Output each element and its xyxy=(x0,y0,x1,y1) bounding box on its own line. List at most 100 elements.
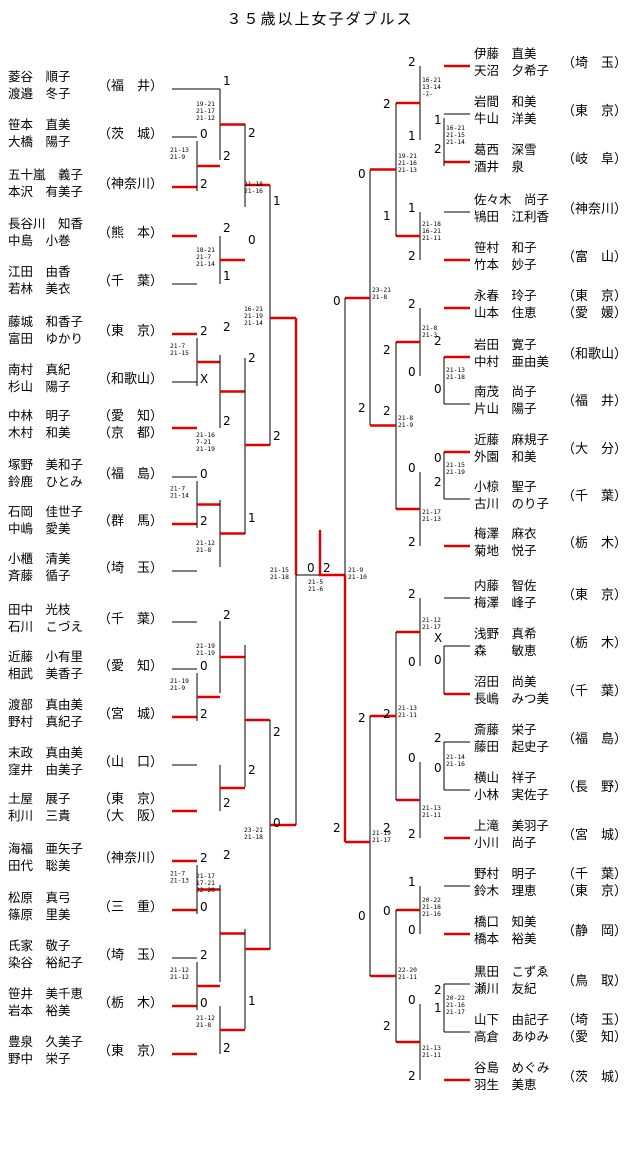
left-set-count: 2 xyxy=(223,608,231,622)
right-score: 21-17 xyxy=(446,1009,465,1016)
right-player-1: 笹村 和子 xyxy=(474,240,537,255)
right-score: 21-19 xyxy=(372,830,391,837)
right-player-2: 梅澤 峰子 xyxy=(474,595,537,610)
left-score: 21-19 xyxy=(244,313,263,320)
left-score: 21-14 xyxy=(196,261,215,268)
right-score: 21-12 xyxy=(422,617,441,624)
left-player-2: 若林 美衣 xyxy=(8,281,71,296)
left-prefecture: （福 井） xyxy=(98,79,163,94)
right-player-1: 佐々木 尚子 xyxy=(474,192,549,207)
right-player-2: 片山 陽子 xyxy=(474,401,537,416)
right-set-count: X xyxy=(434,631,442,645)
left-player-1: 藤城 和香子 xyxy=(8,314,83,329)
left-player-1: 海福 亜矢子 xyxy=(8,841,83,856)
final-set-count: 0 xyxy=(307,561,315,575)
left-prefecture: （千 葉） xyxy=(98,274,163,289)
right-score: 21-13 xyxy=(398,705,417,712)
right-player-1: 岩間 和美 xyxy=(474,94,537,109)
left-player-1: 塚野 美和子 xyxy=(8,457,83,472)
left-player-1: 江田 由香 xyxy=(8,264,71,279)
right-player-2: 古川 のり子 xyxy=(474,496,549,511)
left-player-1: 田中 光枝 xyxy=(8,602,71,617)
right-score: 21-13 xyxy=(398,167,417,174)
right-set-count: 1 xyxy=(408,129,416,143)
left-set-count: 2 xyxy=(200,324,208,338)
right-prefecture: （千 葉） xyxy=(562,684,627,699)
left-set-count: 0 xyxy=(200,900,208,914)
left-player-2: 斉藤 循子 xyxy=(8,568,71,583)
left-prefecture: （福 島） xyxy=(98,467,163,482)
left-player-2: 利川 三貴 xyxy=(8,808,71,823)
right-prefecture: （東 京） xyxy=(562,103,627,119)
right-set-count: 2 xyxy=(333,821,341,835)
left-score: 17-21 xyxy=(196,880,215,887)
right-score: 16-21 xyxy=(422,77,441,84)
left-set-count: 2 xyxy=(273,725,281,739)
left-prefecture: （栃 木） xyxy=(98,996,163,1011)
right-set-count: 0 xyxy=(408,751,416,765)
right-score: 21-17 xyxy=(422,509,441,516)
right-set-count: 2 xyxy=(383,821,391,835)
right-score: 21-13 xyxy=(446,367,465,374)
right-score: 21-9 xyxy=(348,567,363,574)
left-score: 21-8 xyxy=(196,547,211,554)
left-set-count: 2 xyxy=(273,429,281,443)
left-set-count: 1 xyxy=(273,194,281,208)
left-score: 21-7 xyxy=(170,486,185,493)
left-set-count: 2 xyxy=(248,351,256,365)
final-set-count: 2 xyxy=(323,561,331,575)
right-set-count: 0 xyxy=(434,382,442,396)
left-set-count: 2 xyxy=(200,948,208,962)
right-player-2: 外園 和美 xyxy=(474,449,537,464)
left-player-1: 松原 真弓 xyxy=(8,890,71,905)
left-prefecture: （熊 本） xyxy=(98,225,163,241)
right-player-2: 山本 住恵 xyxy=(474,305,537,320)
left-score: 21-16 xyxy=(196,432,215,439)
right-prefecture: （東 京） xyxy=(562,288,627,304)
left-prefecture: （埼 玉） xyxy=(98,948,163,963)
left-score: 21-12 xyxy=(170,967,189,974)
right-player-2: 鴇田 江利香 xyxy=(474,209,550,224)
right-player-2: 菊地 悦子 xyxy=(474,543,537,558)
left-set-count: 1 xyxy=(248,511,256,525)
right-set-count: 2 xyxy=(434,475,442,489)
right-set-count: 2 xyxy=(408,55,416,69)
left-score: 23-21 xyxy=(244,827,263,834)
left-player-2: 窪井 由美子 xyxy=(8,762,83,777)
left-score: 19-21 xyxy=(196,101,215,108)
left-set-count: 0 xyxy=(273,816,281,830)
right-set-count: 2 xyxy=(408,297,416,311)
right-prefecture-2: （愛 媛） xyxy=(562,306,627,321)
right-player-1: 内藤 智佐 xyxy=(474,578,537,593)
right-player-1: 伊藤 直美 xyxy=(474,46,537,61)
right-prefecture: （茨 城） xyxy=(562,1070,627,1085)
left-prefecture: （愛 知） xyxy=(98,408,163,424)
right-score: 21-16 xyxy=(422,911,441,918)
right-player-1: 岩田 寛子 xyxy=(474,337,537,352)
right-player-1: 黒田 こずゑ xyxy=(474,964,549,979)
right-player-1: 野村 明子 xyxy=(474,866,537,881)
right-player-1: 橋口 知美 xyxy=(474,914,537,929)
left-score: 21-13 xyxy=(170,147,189,154)
left-prefecture: （三 重） xyxy=(98,899,163,915)
left-score: 21-8 xyxy=(196,1022,211,1029)
left-prefecture: （神奈川） xyxy=(98,177,163,192)
left-player-1: 笹井 美千恵 xyxy=(8,986,83,1001)
left-player-1: 土屋 展子 xyxy=(8,791,71,806)
right-score: 21-18 xyxy=(422,221,441,228)
right-score: 23-21 xyxy=(372,287,391,294)
right-score: 21-16 xyxy=(446,761,465,768)
left-set-count: 2 xyxy=(223,1041,231,1055)
right-score: 21-8 xyxy=(422,325,437,332)
right-set-count: 0 xyxy=(358,167,366,181)
left-set-count: 1 xyxy=(223,269,231,283)
left-player-1: 中林 明子 xyxy=(8,408,71,423)
left-player-2: 野中 栄子 xyxy=(8,1051,71,1066)
left-score: 21-18 xyxy=(244,181,263,188)
left-score: 21-19 xyxy=(196,643,215,650)
left-player-2: 相武 美香子 xyxy=(8,666,83,681)
left-prefecture: （東 京） xyxy=(98,1043,163,1059)
left-score: 21-12 xyxy=(170,974,189,981)
left-score: 21-17 xyxy=(196,873,215,880)
right-score: 21-13 xyxy=(422,1045,441,1052)
